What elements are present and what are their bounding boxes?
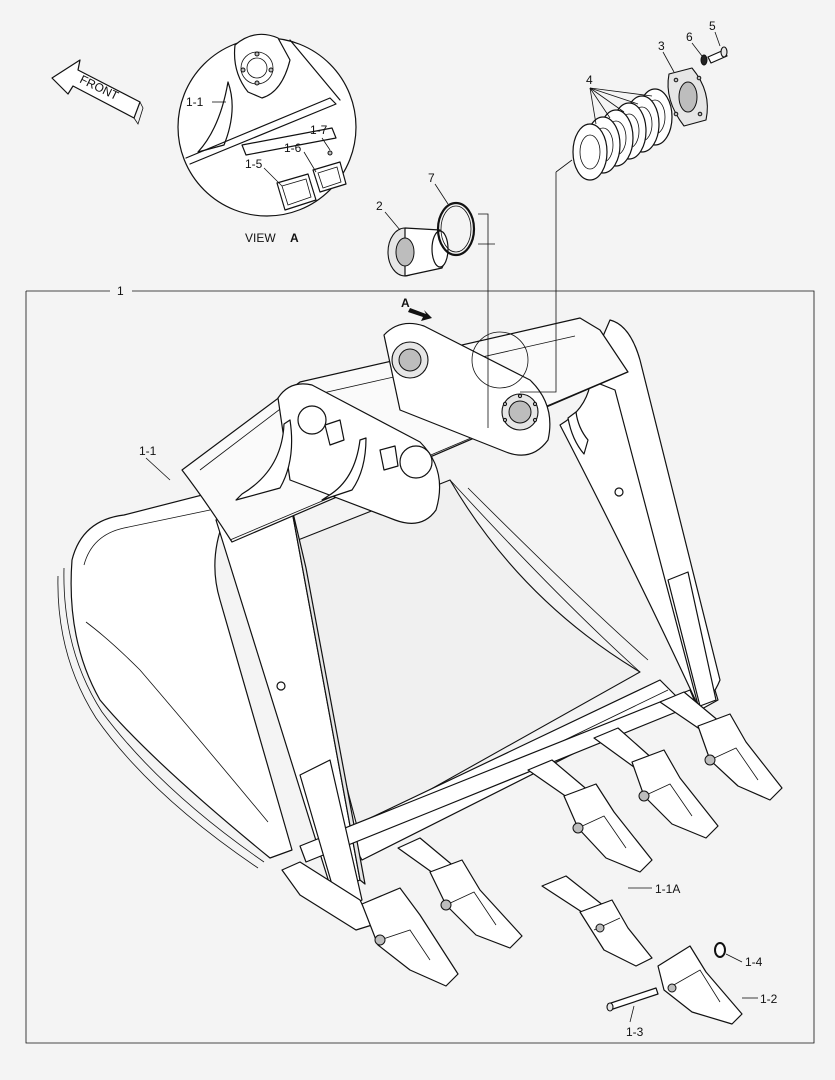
label-4: 4 [586,73,593,87]
label-1-7: 1-7 [310,123,328,137]
bucket-frame: 1 [25,284,815,1044]
label-1-3: 1-3 [626,1025,644,1039]
view-letter: A [290,231,299,245]
label-1: 1 [117,284,124,298]
tooth [397,837,523,949]
view-a-arrow-icon: A [401,296,432,321]
label-3: 3 [658,39,665,53]
label-1-1-view: 1-1 [186,95,204,109]
label-5: 5 [709,19,716,33]
tooth-part-1-2: 1-2 [657,945,778,1025]
adapter-part-1-1a: 1-1A [541,875,680,967]
bucket-teeth [281,691,783,987]
label-1-1-main: 1-1 [139,444,157,458]
tooth [281,861,459,987]
bolt-part-5: 5 [707,19,728,64]
bucket-body [57,317,721,913]
bushing-part-2: 2 [376,199,449,277]
label-1-2: 1-2 [760,992,778,1006]
tooth [527,759,653,873]
alignment-lines [471,159,573,428]
view-a-arrow-label: A [401,296,410,310]
lock-washer-part-1-4: 1-4 [714,942,763,969]
label-7: 7 [428,171,435,185]
label-group-1-1: 1-1 [139,444,171,481]
label-1-1a: 1-1A [655,882,680,896]
o-ring-part-7: 7 [428,171,476,257]
label-6: 6 [686,30,693,44]
label-1-4: 1-4 [745,955,763,969]
washer-part-6: 6 [686,30,708,66]
view-title: VIEW [245,231,276,245]
front-arrow-icon: FRONT [51,59,144,125]
tooth [659,691,783,801]
retainer-plate-part-3: 3 [658,39,708,127]
label-1-5: 1-5 [245,157,263,171]
pin-part-1-3: 1-3 [606,987,659,1039]
view-a-detail: 1-1 1-5 1-6 1-7 VIEW A [177,33,357,245]
tooth [593,727,719,839]
label-2: 2 [376,199,383,213]
label-1-6: 1-6 [284,141,302,155]
shims-part-4: 4 [572,73,673,181]
